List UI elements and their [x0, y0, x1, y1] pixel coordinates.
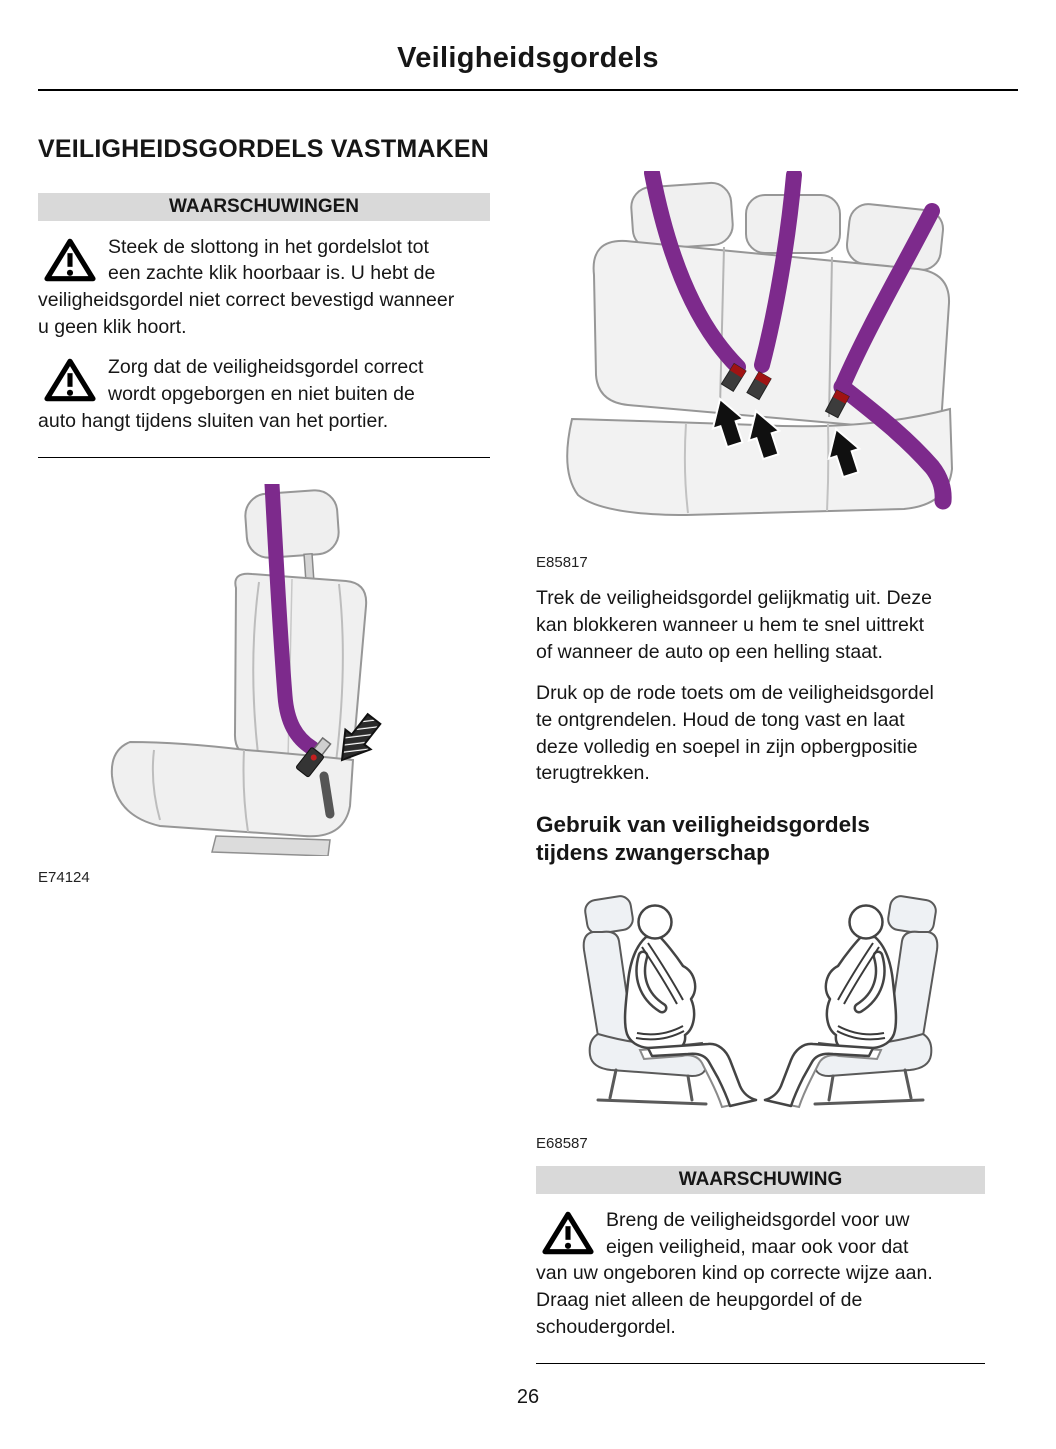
seatbelt: [264, 476, 320, 756]
warning-text: Steek de slottong in het gordelslot tot …: [38, 235, 455, 339]
warning-triangle-icon: [44, 238, 96, 281]
body-paragraph: Druk op de rode toets om de veiligheidsg…: [536, 681, 934, 785]
front-seat-seatbelt-illustration: [110, 476, 382, 857]
bench-cushion: [566, 407, 954, 517]
manual-page: Veiligheidsgordels VEILIGHEIDSGORDELS VA…: [38, 42, 1018, 1365]
seat-base: [211, 835, 331, 857]
rear-bench-seatbelts-illustration: [566, 165, 954, 517]
left-column: VEILIGHEIDSGORDELS VASTMAKEN WAARSCHUWIN…: [38, 131, 490, 886]
buckle-arrow: [340, 712, 382, 762]
warning-text: Zorg dat de veiligheidsgordel correct wo…: [38, 356, 424, 432]
warning-triangle-icon: [542, 1211, 594, 1254]
warning-paragraph: Breng de veiligheidsgordel voor uw eigen…: [536, 1207, 985, 1342]
warning-banner: WAARSCHUWING: [536, 1165, 985, 1194]
headrest: [244, 489, 340, 559]
seat-cushion: [110, 740, 355, 838]
warnings-banner: WAARSCHUWINGEN: [38, 192, 490, 221]
page-number: 26: [516, 1386, 540, 1408]
figure-pregnancy: [536, 884, 985, 1127]
warning-text: Breng de veiligheidsgordel voor uw eigen…: [536, 1208, 933, 1339]
buckle-arrows: [711, 397, 862, 479]
seatbelts: [644, 165, 952, 510]
subsection-title-pregnancy: Gebruik van veiligheidsgordels tijdens z…: [536, 812, 870, 866]
buckle: [295, 736, 332, 777]
right-column: E85817 Trek de veiligheidsgordel gelijkm…: [536, 131, 985, 1365]
figure-label: E74124: [38, 868, 90, 886]
section-divider: [38, 456, 490, 458]
figure-rear-bench: [536, 165, 985, 546]
warning-triangle-icon: [44, 358, 96, 402]
figure-label: E68587: [536, 1134, 588, 1152]
warning-paragraph: Steek de slottong in het gordelslot tot …: [38, 234, 490, 342]
section-title-fasten: VEILIGHEIDSGORDELS VASTMAKEN: [38, 135, 490, 163]
figure-label: E85817: [536, 554, 588, 571]
body-paragraph: Trek de veiligheidsgordel gelijkmatig ui…: [536, 587, 932, 663]
two-column-layout: VEILIGHEIDSGORDELS VASTMAKEN WAARSCHUWIN…: [38, 131, 1018, 1365]
pregnant-passenger-left: [584, 894, 756, 1106]
headrest-left: [630, 181, 734, 251]
section-divider: [536, 1363, 985, 1365]
figure-front-seat: [38, 476, 490, 861]
title-divider: [38, 89, 1018, 91]
buckles: [720, 362, 850, 419]
pregnant-passengers-seatbelt-illustration: [536, 884, 985, 1122]
pregnant-passenger-right: [765, 894, 937, 1106]
page-title: Veiligheidsgordels: [397, 42, 659, 74]
warning-paragraph: Zorg dat de veiligheidsgordel correct wo…: [38, 354, 490, 435]
